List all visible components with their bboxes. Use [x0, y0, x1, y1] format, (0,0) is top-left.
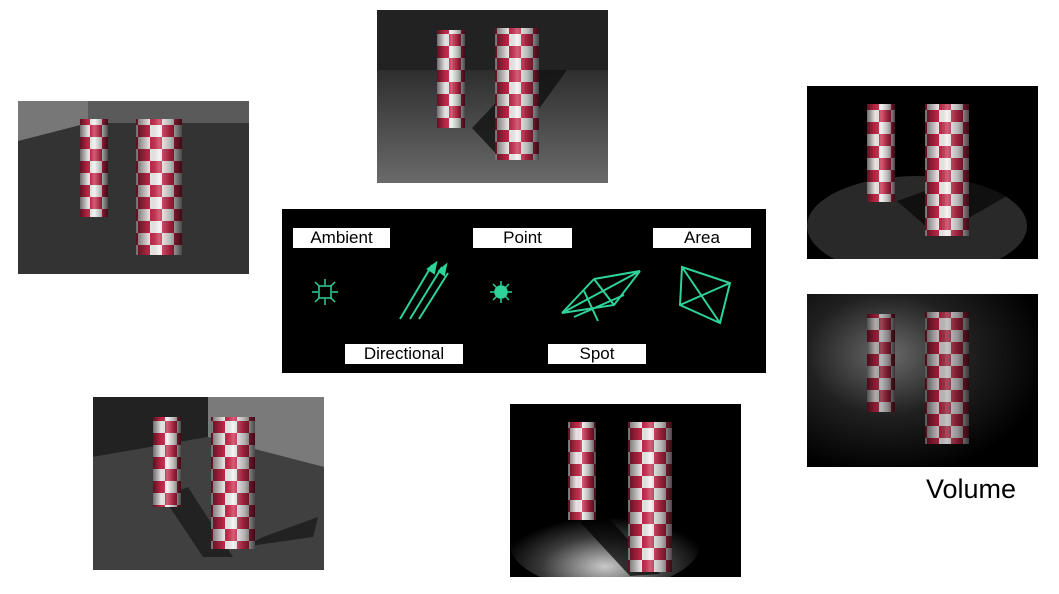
directional-light-icon	[399, 261, 449, 320]
light-types-legend: Ambient Point Area Directional Spot	[282, 209, 766, 373]
render-volume	[807, 294, 1038, 467]
label-ambient: Ambient	[293, 228, 390, 248]
render-point	[377, 10, 608, 183]
label-directional: Directional	[345, 344, 463, 364]
area-light-icon	[678, 265, 732, 325]
directional-scene	[93, 397, 324, 570]
area-scene	[807, 86, 1038, 259]
render-directional	[93, 397, 324, 570]
spot-scene	[510, 404, 741, 577]
label-spot: Spot	[548, 344, 646, 364]
ambient-scene	[18, 101, 249, 274]
volume-label: Volume	[926, 474, 1017, 504]
render-spot	[510, 404, 741, 577]
point-light-icon	[490, 281, 512, 303]
label-area: Area	[653, 228, 751, 248]
label-point: Point	[473, 228, 572, 248]
volume-scene	[807, 294, 1038, 467]
ambient-light-icon	[312, 279, 338, 305]
render-ambient	[18, 101, 249, 274]
spot-light-icon	[561, 270, 641, 322]
render-area	[807, 86, 1038, 259]
point-scene	[377, 10, 608, 183]
